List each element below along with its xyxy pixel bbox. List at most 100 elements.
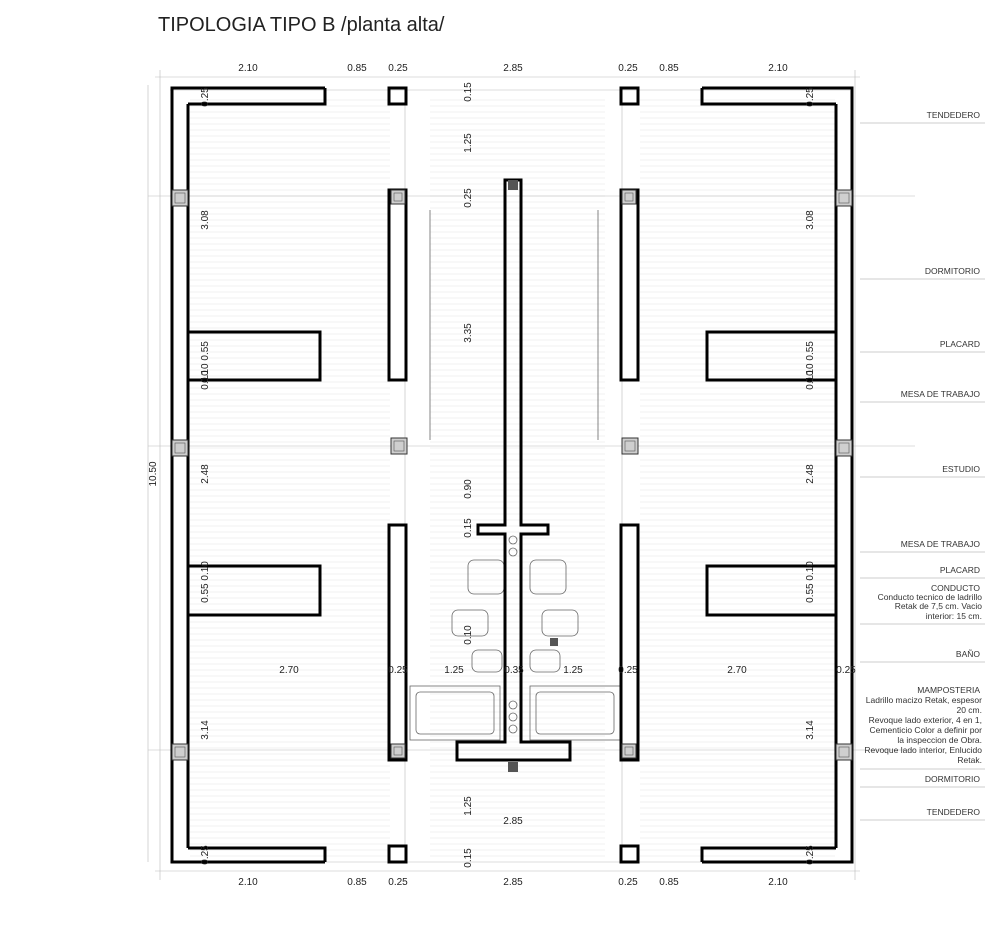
dim-right-8: 0.25 (805, 845, 816, 865)
dim-center-8: 1.25 (463, 796, 474, 816)
dim-mid-4: 0.35 (504, 665, 524, 676)
wall-segment (702, 86, 854, 864)
dim-top-4: 2.85 (503, 63, 523, 74)
wall-segment (619, 86, 640, 106)
column-core (174, 442, 186, 454)
dim-left-2: 3.08 (200, 210, 211, 230)
note-mamposteria-3: Revoque lado exterior, 4 en 1, (869, 715, 982, 725)
note-mamposteria-4: Cementicio Color a definir por (870, 725, 983, 735)
note-mamposteria-5: la inspeccion de Obra. (897, 735, 982, 745)
label-dormitorio-top: DORMITORIO (925, 266, 980, 276)
dim-right-5: 2.48 (805, 464, 816, 484)
column-core (174, 192, 186, 204)
dim-right-6: 0.55 0.10 (805, 561, 816, 603)
dim-mid-6: 0.25 (618, 665, 638, 676)
dim-mid-7: 2.70 (727, 665, 747, 676)
dim-top-5: 0.25 (618, 63, 638, 74)
conduit-marker (508, 180, 518, 190)
column (390, 743, 406, 759)
dim-right-1: 0.25 (805, 87, 816, 107)
column-core (838, 442, 850, 454)
dim-right-3: 0.10 0.55 (805, 341, 816, 383)
dim-right-2: 3.08 (805, 210, 816, 230)
label-estudio: ESTUDIO (942, 464, 980, 474)
wall-segment (705, 564, 836, 617)
wall-segment (705, 330, 836, 382)
dim-left-4: 0.10 (200, 370, 211, 390)
note-mamposteria-2: 20 cm. (956, 705, 982, 715)
column-core (174, 746, 186, 758)
dim-mid-2: 0.25 (388, 665, 408, 676)
dim-top-6: 0.85 (659, 63, 679, 74)
wall-segment (387, 523, 408, 762)
column (621, 743, 637, 759)
walls (170, 86, 854, 864)
dim-left-1: 0.25 (200, 87, 211, 107)
label-mamposteria: MAMPOSTERIA (917, 685, 980, 695)
dim-center-9: 0.15 (463, 848, 474, 868)
dim-left-8: 0.25 (200, 845, 211, 865)
dim-center-2: 1.25 (463, 133, 474, 153)
wall-segment (619, 523, 640, 762)
column (621, 437, 639, 455)
dim-bottom-3: 0.25 (388, 877, 408, 888)
column (171, 189, 189, 207)
wall-segment (188, 846, 327, 862)
dim-center-6: 0.15 (463, 518, 474, 538)
column (390, 437, 408, 455)
dim-center-4: 3.35 (463, 323, 474, 343)
dim-top-3: 0.25 (388, 63, 408, 74)
dim-top-7: 2.10 (768, 63, 788, 74)
label-placard-top: PLACARD (940, 339, 980, 349)
column (171, 439, 189, 457)
bath-fixtures (409, 210, 621, 741)
label-bano: BAÑO (956, 649, 980, 659)
column (835, 743, 853, 761)
column-core (624, 746, 634, 756)
column-core (838, 746, 850, 758)
conduit-marker (550, 638, 558, 646)
column-core (624, 192, 634, 202)
dim-left-5: 2.48 (200, 464, 211, 484)
wall-segment (455, 178, 572, 762)
dim-left-3: 0.10 0.55 (200, 341, 211, 383)
dim-top-1: 2.10 (238, 63, 258, 74)
dim-bottom-6: 0.85 (659, 877, 679, 888)
column-core (393, 192, 403, 202)
label-conducto: CONDUCTO (931, 583, 980, 593)
dim-mid-5: 1.25 (563, 665, 583, 676)
dim-bottom-2: 0.85 (347, 877, 367, 888)
dim-center-7: 0.10 (463, 625, 474, 645)
dim-mid-1: 2.70 (279, 665, 299, 676)
wall-segment (188, 88, 327, 106)
wall-segment (619, 188, 640, 382)
label-leaders (860, 122, 985, 821)
wall-segment (387, 86, 408, 106)
column (835, 439, 853, 457)
dim-center-5: 0.90 (463, 479, 474, 499)
dim-bottom-5: 0.25 (618, 877, 638, 888)
plan-title: TIPOLOGIA TIPO B /planta alta/ (158, 14, 445, 36)
dim-bottom-1: 2.10 (238, 877, 258, 888)
dim-center-3: 0.25 (463, 188, 474, 208)
dim-center-1: 0.15 (463, 82, 474, 102)
dimension-labels: 2.10 0.85 0.25 2.85 0.25 0.85 2.10 2.10 … (148, 63, 856, 888)
dim-overall-height: 10.50 (148, 461, 159, 486)
note-mamposteria-1: Ladrillo macizo Retak, espesor (866, 695, 982, 705)
column (835, 189, 853, 207)
dim-left-6: 0.55 0.10 (200, 561, 211, 603)
column (621, 189, 637, 205)
column-core (624, 440, 636, 452)
dim-right-4: 0.10 (805, 370, 816, 390)
note-conducto-1: Conducto tecnico de ladrillo (878, 592, 983, 602)
wall-segment (700, 88, 836, 106)
column-core (393, 440, 405, 452)
label-placard-bottom: PLACARD (940, 565, 980, 575)
dim-left-7: 3.14 (200, 720, 211, 740)
note-conducto-3: interior: 15 cm. (926, 611, 982, 621)
dim-mid-8: 0.25 (836, 665, 856, 676)
conduit-marker (508, 762, 518, 772)
label-tendedero-top: TENDEDERO (927, 110, 981, 120)
column-core (393, 746, 403, 756)
dim-top-2: 0.85 (347, 63, 367, 74)
